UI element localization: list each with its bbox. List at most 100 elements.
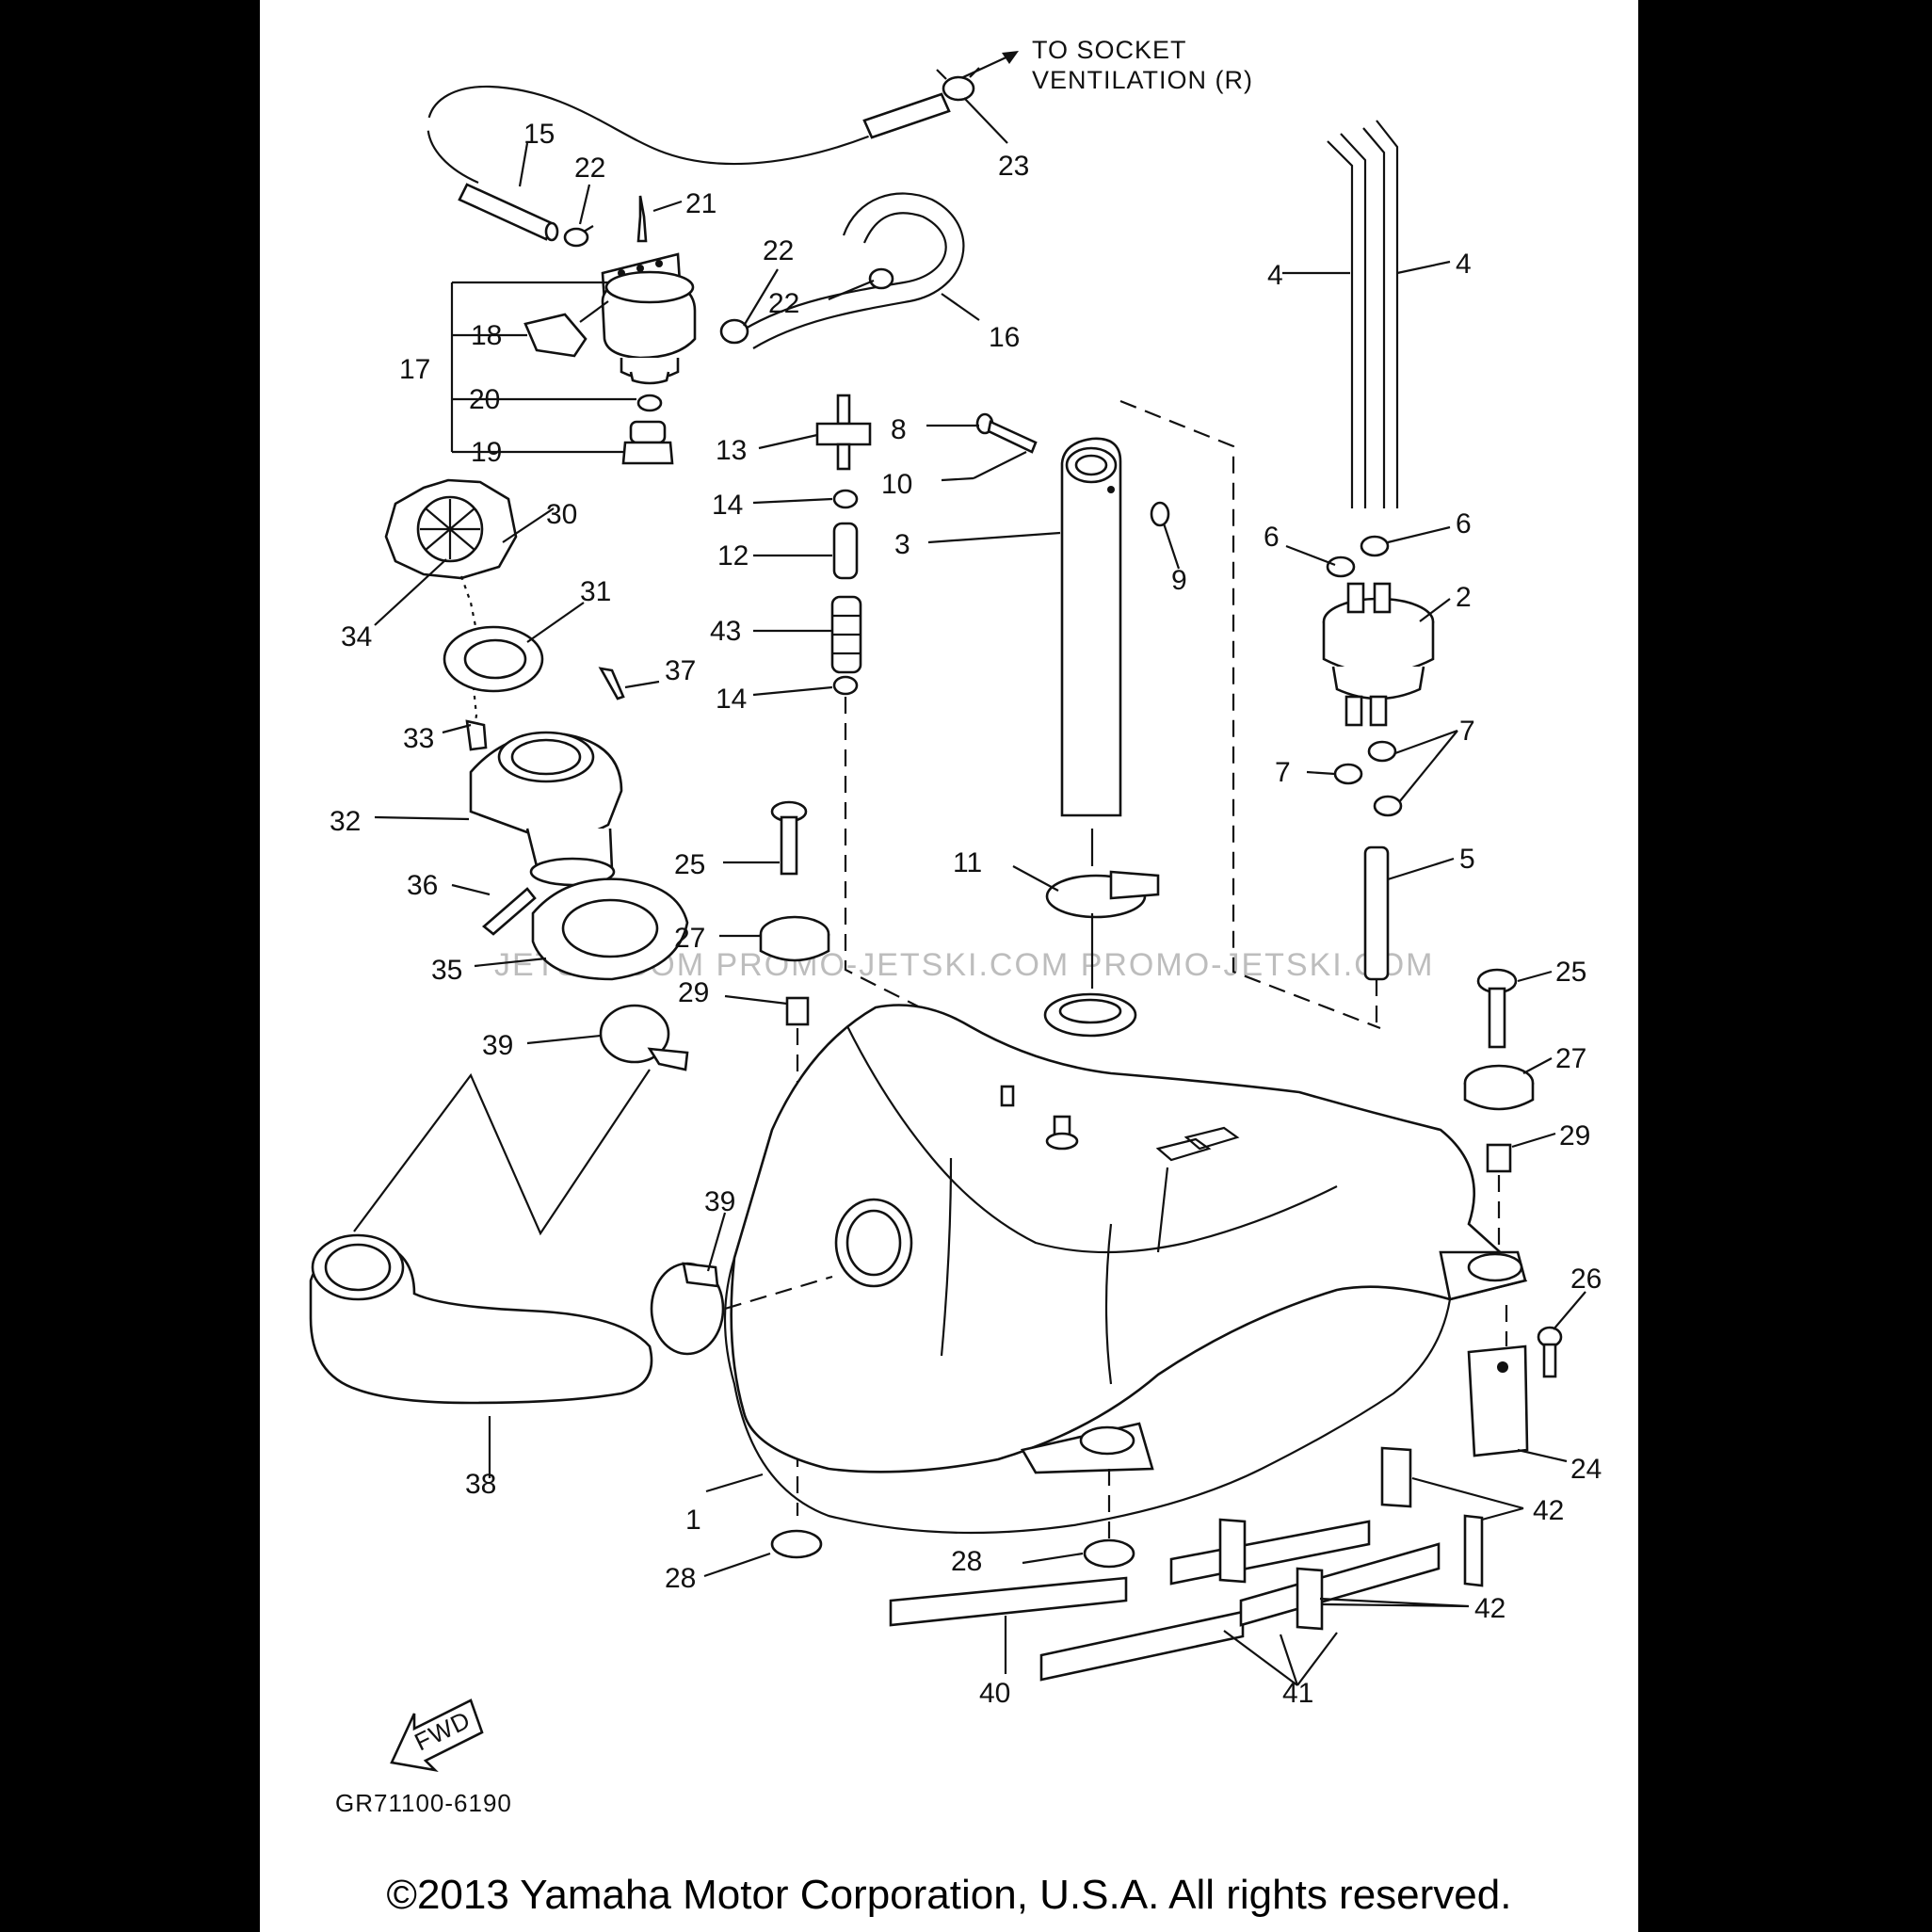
callout-6: 6 (1456, 508, 1472, 539)
callout-6: 6 (1264, 522, 1280, 553)
callout-2: 2 (1456, 582, 1472, 613)
callout-22: 22 (763, 235, 794, 266)
part-collar-29a (785, 996, 810, 1026)
callout-13: 13 (716, 435, 747, 466)
part-vent-hose (427, 85, 951, 242)
part-grommet (1043, 992, 1137, 1038)
callout-34: 34 (341, 621, 372, 652)
part-bracket-24 (1467, 1344, 1529, 1457)
part-pad-41a (1039, 1610, 1245, 1682)
part-check-valve-13 (815, 394, 872, 471)
callout-21: 21 (685, 188, 716, 219)
part-collar-29b (1486, 1143, 1512, 1173)
callout-28: 28 (951, 1546, 982, 1577)
part-hose-38 (309, 1233, 653, 1405)
part-hose-5 (1363, 845, 1390, 981)
fwd-arrow-icon: FWD (390, 1699, 484, 1772)
callout-29: 29 (678, 977, 709, 1008)
guide-line-filler (1119, 399, 1381, 1030)
callout-22: 22 (574, 153, 605, 184)
callout-11: 11 (953, 847, 982, 878)
copyright-notice: ©2013 Yamaha Motor Corporation, U.S.A. A… (386, 1872, 1512, 1918)
callout-25: 25 (674, 849, 705, 880)
note-line-1: TO SOCKET (1032, 36, 1187, 64)
part-bolt-8 (975, 412, 1038, 454)
part-band-clamp-39b (650, 1262, 725, 1356)
part-filter-43 (830, 595, 862, 674)
callout-20: 20 (469, 384, 500, 415)
callout-25: 25 (1555, 957, 1586, 988)
callout-7: 7 (1275, 757, 1291, 788)
part-clamp-22a (563, 225, 594, 248)
part-hose-16 (719, 192, 965, 349)
callout-15: 15 (523, 119, 555, 150)
part-washer-28b (1083, 1538, 1135, 1569)
callout-22: 22 (768, 288, 799, 319)
part-damper-27b (1463, 1064, 1535, 1111)
part-cap-19 (621, 420, 674, 465)
callout-27: 27 (674, 923, 705, 954)
note-line-2: VENTILATION (R) (1032, 66, 1253, 94)
part-pad-42d (1463, 1514, 1484, 1587)
callouts: 15 22 21 23 22 22 16 17 18 20 19 13 8 10… (330, 119, 1602, 1709)
part-band-clamp-11 (1045, 870, 1160, 919)
guide-line-39b (724, 1275, 833, 1311)
callout-4: 4 (1456, 249, 1472, 280)
callout-7: 7 (1459, 716, 1475, 747)
callout-12: 12 (717, 540, 749, 572)
part-breather-valve (601, 252, 697, 385)
callout-30: 30 (546, 499, 577, 530)
callout-35: 35 (431, 955, 462, 986)
callout-36: 36 (407, 870, 438, 901)
part-valve-2 (1322, 582, 1435, 727)
callout-17: 17 (399, 354, 430, 385)
leader-lines (374, 97, 1586, 1686)
callout-32: 32 (330, 806, 361, 837)
callout-1: 1 (685, 1505, 701, 1536)
callout-42: 42 (1533, 1495, 1564, 1526)
callout-38: 38 (465, 1469, 496, 1500)
part-pin-36 (481, 887, 537, 936)
callout-19: 19 (471, 437, 502, 468)
part-bolt-26 (1537, 1326, 1563, 1378)
part-washer-28a (770, 1529, 823, 1559)
part-clamp-6b (1360, 535, 1390, 557)
part-clamp-14a (832, 489, 859, 509)
part-pin-10 (973, 451, 1027, 479)
callout-23: 23 (998, 151, 1029, 182)
part-damper-27a (759, 915, 830, 962)
callout-27: 27 (1555, 1043, 1586, 1074)
callout-40: 40 (979, 1678, 1010, 1709)
part-pad-42a (1218, 1518, 1247, 1584)
part-clamp-6a (1326, 555, 1356, 578)
part-plate-18 (523, 313, 588, 358)
arrow-head-icon (1002, 51, 1019, 64)
part-tank-mount-front (1020, 1422, 1154, 1474)
part-fuel-tank-1 (723, 1004, 1528, 1535)
callout-43: 43 (710, 616, 741, 647)
callout-26: 26 (1570, 1264, 1602, 1295)
callout-3: 3 (894, 529, 910, 560)
part-washer-9 (1150, 501, 1170, 527)
callout-4: 4 (1267, 260, 1283, 291)
callout-9: 9 (1171, 565, 1187, 596)
callout-5: 5 (1459, 844, 1475, 875)
part-hose-12 (832, 522, 859, 580)
part-clamp-7b (1367, 740, 1397, 763)
callout-33: 33 (403, 723, 434, 754)
callout-14: 14 (716, 684, 747, 715)
part-bolt-25a (770, 800, 808, 876)
part-clamp-7c (1373, 795, 1403, 817)
part-pad-42c (1380, 1446, 1412, 1508)
callout-37: 37 (665, 655, 696, 686)
callout-10: 10 (881, 469, 912, 500)
part-bolt-25b (1476, 968, 1518, 1049)
callout-14: 14 (712, 490, 743, 521)
part-o-ring-20 (636, 394, 663, 412)
callout-28: 28 (665, 1563, 696, 1594)
diagram-code: GR71100-6190 (335, 1789, 512, 1817)
callout-29: 29 (1559, 1120, 1590, 1151)
part-filler-tube-3 (1060, 437, 1122, 817)
part-pad-42b (1296, 1567, 1324, 1631)
